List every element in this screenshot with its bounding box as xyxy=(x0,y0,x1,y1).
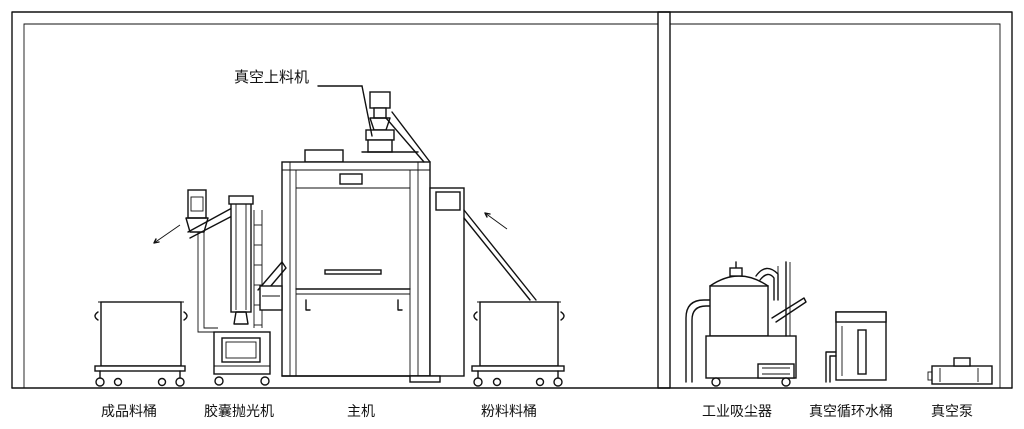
capsule-polisher-drawing xyxy=(185,189,271,386)
main-machine-drawing xyxy=(257,85,465,383)
label-capsule-polisher: 胶囊抛光机 xyxy=(204,403,274,420)
powder-feed-line-drawing xyxy=(463,209,537,301)
vacuum-pump-drawing xyxy=(927,357,993,385)
powder-bin-drawing xyxy=(471,301,565,387)
flow-arrows xyxy=(153,212,508,244)
industrial-vacuum-drawing xyxy=(685,261,807,387)
finished-bin-drawing xyxy=(94,301,188,387)
label-finished-bin: 成品料桶 xyxy=(101,404,157,420)
label-main-machine: 主机 xyxy=(347,404,375,420)
label-vacuum-water-tank: 真空循环水桶 xyxy=(809,404,893,420)
room-walls xyxy=(11,11,1013,389)
label-vacuum-pump: 真空泵 xyxy=(931,404,973,420)
label-industrial-vacuum: 工业吸尘器 xyxy=(702,404,772,420)
label-powder-bin: 粉料料桶 xyxy=(481,404,537,420)
callout-vacuum-loader: 真空上料机 xyxy=(234,68,309,86)
vacuum-water-tank-drawing xyxy=(825,311,887,383)
